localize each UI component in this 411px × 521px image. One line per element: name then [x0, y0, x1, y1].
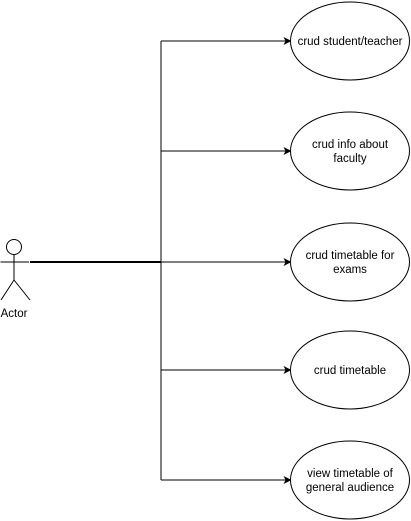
use-case-2[interactable]: crud info about faculty	[290, 111, 410, 191]
use-case-1[interactable]: crud student/teacher	[290, 1, 410, 81]
use-case-ellipse	[290, 440, 410, 520]
use-case-3[interactable]: crud timetable for exams	[290, 222, 410, 302]
use-case-ellipse	[290, 222, 410, 302]
use-case-label: general audience	[306, 482, 394, 494]
use-case-label: crud info about	[312, 139, 389, 151]
use-case-label: crud timetable	[314, 365, 386, 377]
use-case-label: faculty	[333, 153, 366, 165]
use-case-label: view timetable of	[307, 468, 393, 480]
stick-figure-icon	[0, 239, 31, 301]
use-cases: crud student/teacher crud info about facul…	[290, 1, 410, 520]
actor-label: Actor	[1, 308, 28, 320]
use-case-label: crud student/teacher	[298, 36, 403, 48]
use-case-label: exams	[333, 264, 367, 276]
use-case-ellipse	[290, 330, 410, 410]
use-case-4[interactable]: crud timetable	[290, 330, 410, 410]
use-case-5[interactable]: view timetable of general audience	[290, 440, 410, 520]
connectors	[30, 37, 292, 484]
use-case-ellipse	[290, 111, 410, 191]
use-case-label: crud timetable for	[306, 250, 395, 262]
use-case-ellipse	[290, 1, 410, 81]
actor[interactable]: Actor	[0, 239, 31, 321]
